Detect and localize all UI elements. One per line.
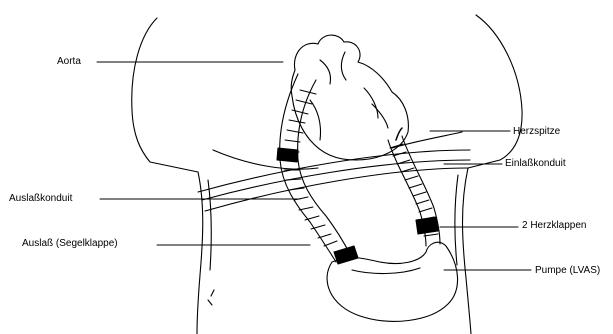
label-aorta: Aorta <box>57 56 81 68</box>
label-herzklappen: 2 Herzklappen <box>522 220 586 232</box>
inflow-conduit <box>388 128 440 246</box>
label-auslasskonduit: Auslaßkonduit <box>9 193 72 205</box>
heart <box>291 35 408 160</box>
label-auslass-segelklappe: Auslaß (Segelklappe) <box>22 238 118 250</box>
torso-outline <box>132 15 522 334</box>
label-herzspitze: Herzspitze <box>513 126 560 138</box>
label-einlasskonduit: Einlaßkonduit <box>505 158 566 170</box>
label-pumpe-lvas: Pumpe (LVAS) <box>535 265 600 277</box>
